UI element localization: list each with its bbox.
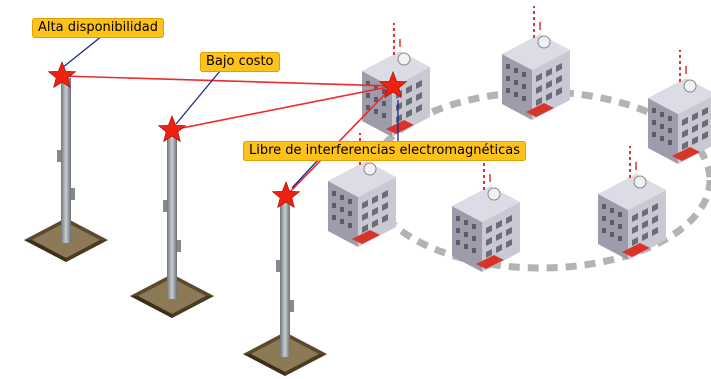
network-ring xyxy=(366,88,711,272)
callout-alta-disponibilidad: Alta disponibilidad xyxy=(32,18,164,38)
link-line xyxy=(61,75,394,87)
building-icon xyxy=(451,157,521,273)
callout-bajo-costo: Bajo costo xyxy=(200,52,280,72)
leader-line xyxy=(61,35,103,69)
leader-line xyxy=(175,70,221,125)
radio-tower-icon xyxy=(243,200,327,376)
link-line xyxy=(171,85,394,131)
building-icon xyxy=(501,5,571,121)
building-icon xyxy=(647,49,711,165)
building-icon xyxy=(597,145,667,261)
radio-tower-icon xyxy=(24,78,108,262)
leader-line xyxy=(291,159,319,189)
radio-tower-icon xyxy=(130,135,214,318)
callout-libre-interferencias: Libre de interferencias electromagnética… xyxy=(243,141,527,161)
